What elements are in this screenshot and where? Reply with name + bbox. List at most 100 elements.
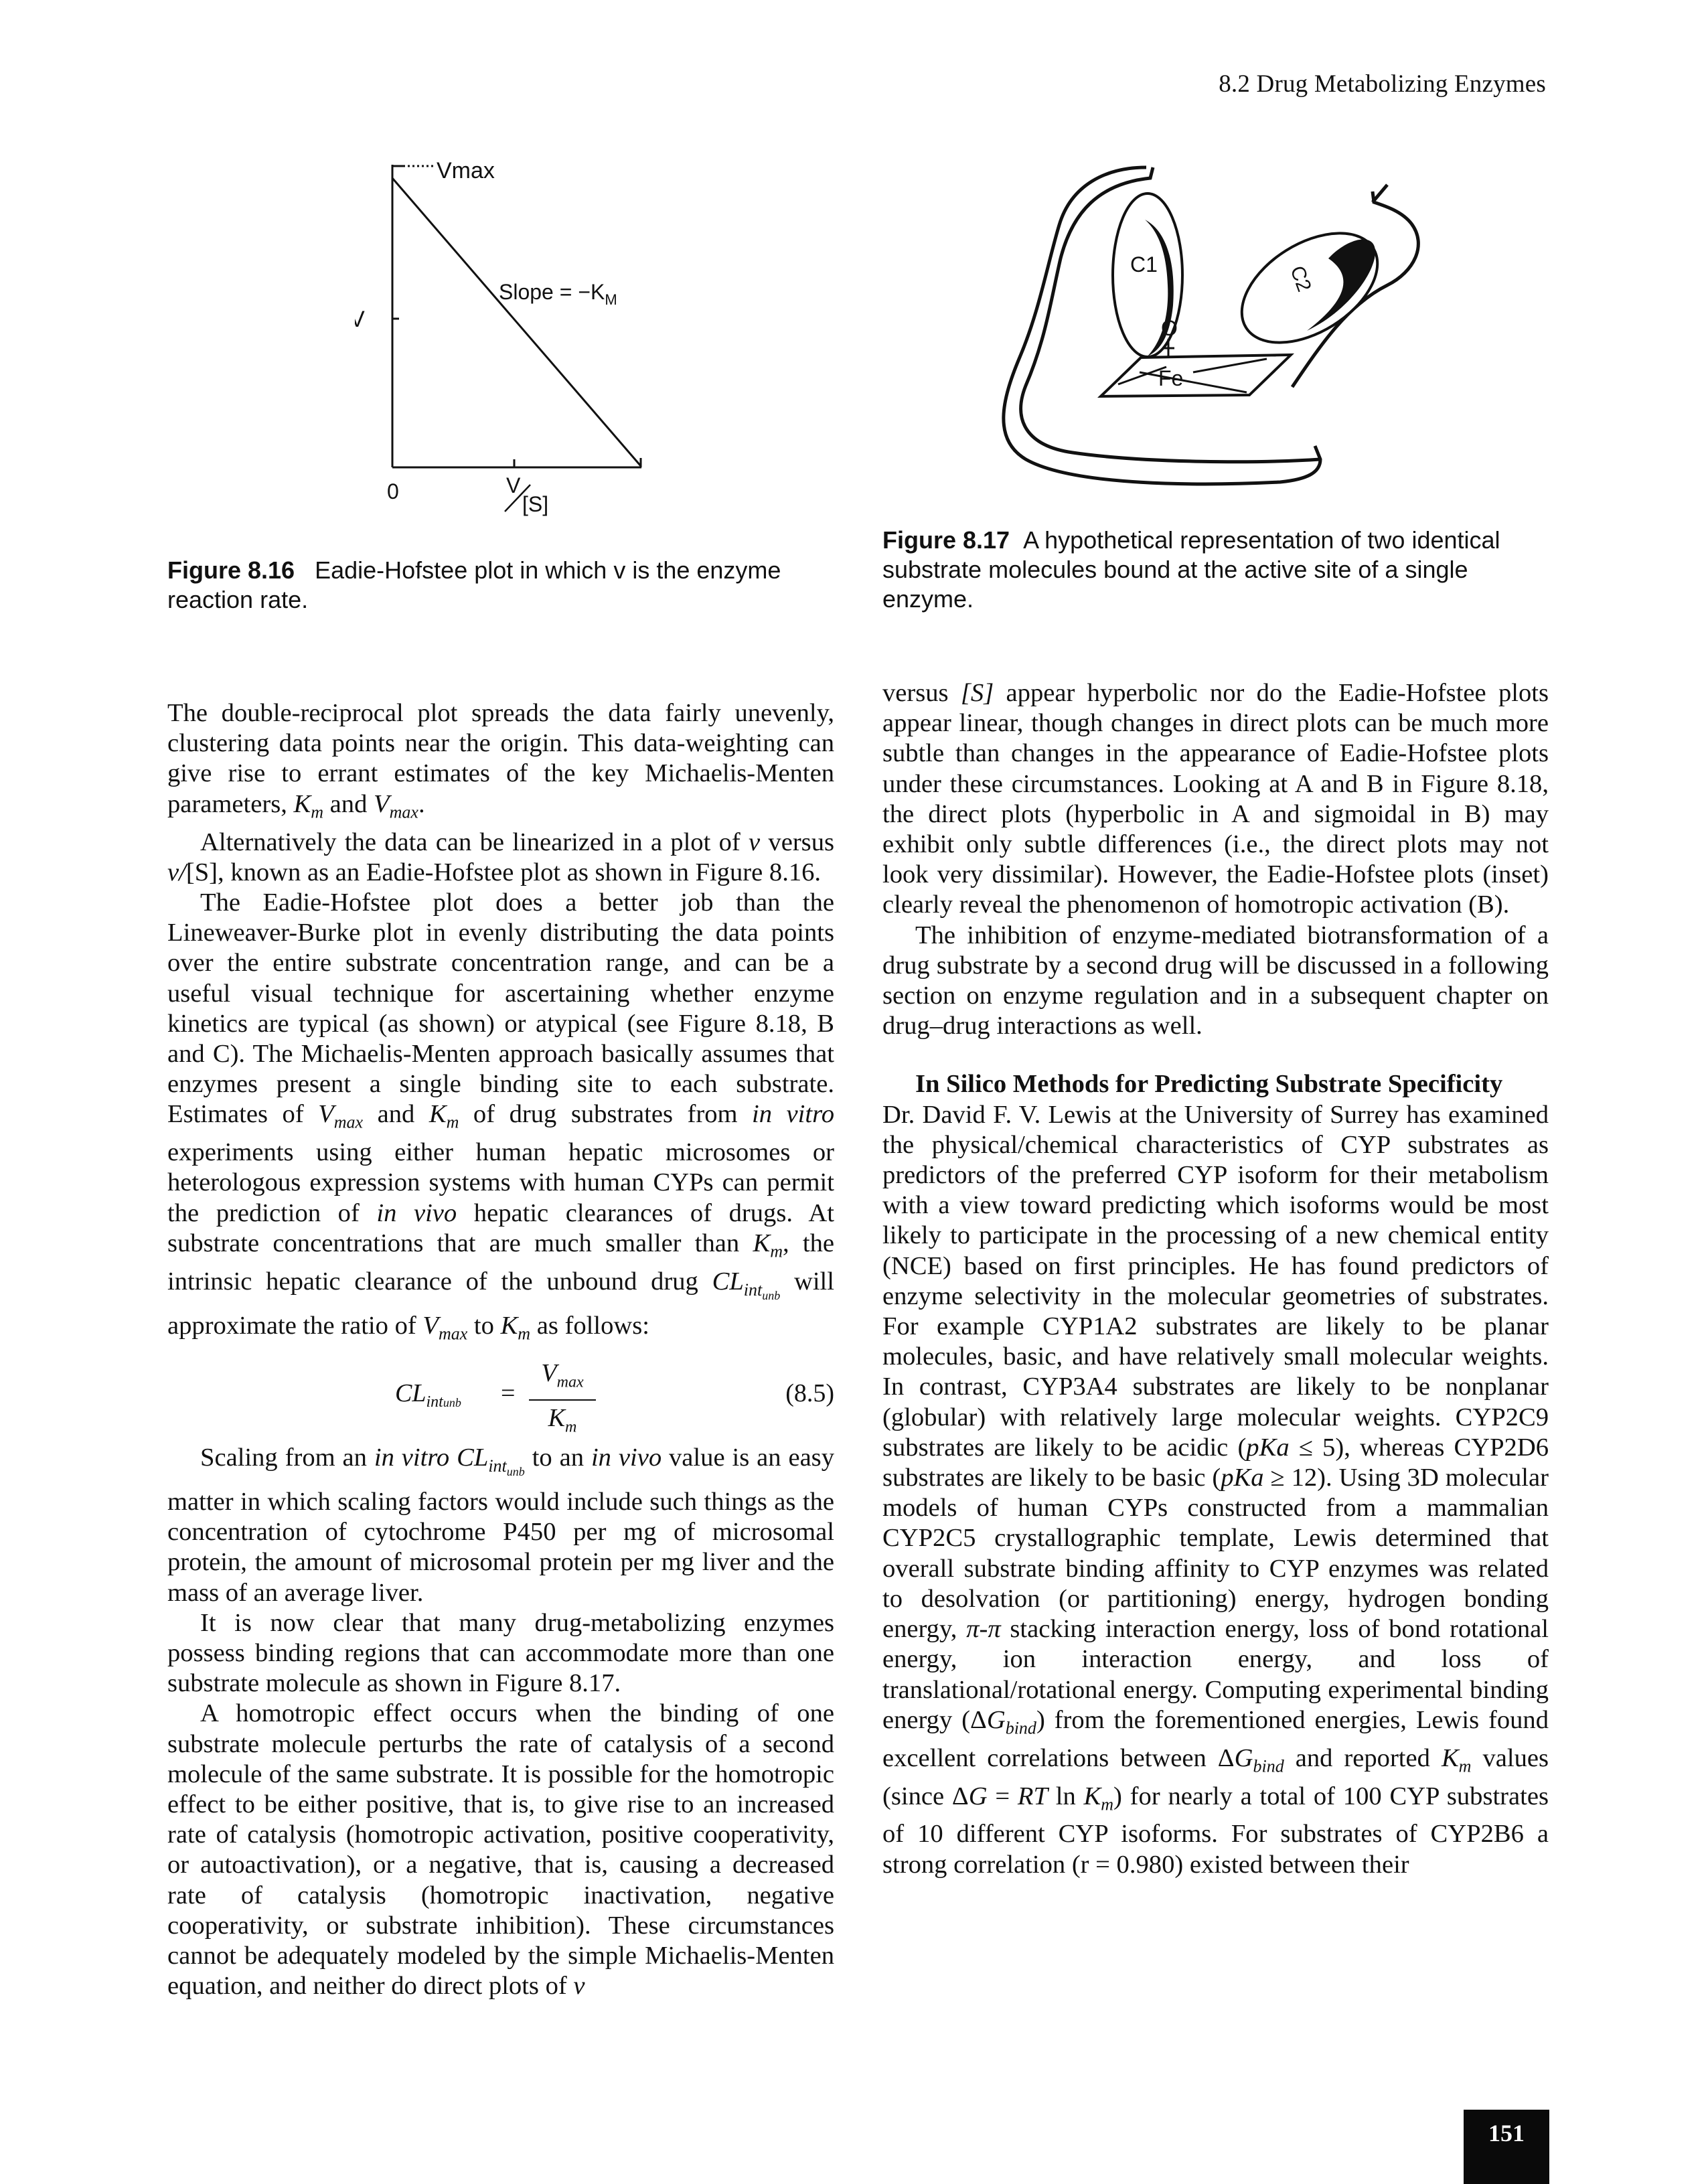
text: hepatic clearances of drugs. At substrat… [167,1198,835,1257]
equals-sign: = [501,1379,516,1407]
math: [S] [185,858,218,886]
eadie-hofstee-plot: Vmax V Slope = −KM 0 V [S] [355,158,642,516]
symbol: K [548,1403,565,1432]
subscript: m [565,1418,577,1436]
c1-label: C1 [1130,252,1158,277]
figure-8-16-caption-text: Eadie-Hofstee plot in which v is the enz… [167,556,781,613]
enzyme-outline-right [1290,183,1420,388]
slope-label: Slope = −KM [499,280,617,308]
italic-text: in vitro [374,1443,450,1472]
regression-line [391,177,642,467]
math: Km [500,1311,531,1344]
text: The double-reciprocal plot spreads the d… [167,699,834,818]
symbol: V [374,789,390,818]
text: values (since Δ [882,1743,1549,1810]
paragraph: The double-reciprocal plot spreads the d… [167,698,834,828]
subscript: max [556,1373,584,1391]
symbol: K [429,1100,447,1129]
subscript: m [446,1113,459,1133]
x-axis-label-slash [504,484,531,512]
heme-plane [1097,353,1295,398]
paragraph: The inhibition of enzyme-mediated biotra… [882,921,1549,1040]
substrate-c2-shading [1307,239,1376,331]
text: . [418,789,425,818]
text: will approximate the ratio of [167,1267,834,1340]
text: and [323,789,374,818]
text: ) for nearly a total of 100 CYP substrat… [882,1782,1549,1879]
text: to [467,1311,501,1340]
math: v [573,1972,585,2001]
text: , the intrinsic hepatic clearance of the… [167,1229,834,1296]
subscript: max [389,802,418,822]
symbol: K [1083,1782,1101,1810]
v-axis-label: V [355,307,365,332]
substrate-c1-shading [1145,220,1174,356]
section-heading: In Silico Methods for Predicting Substra… [915,1070,1503,1099]
x-axis-label-numerator: V [506,473,521,497]
numerator: Vmax [529,1358,596,1401]
origin-label: 0 [387,479,399,503]
subscript: intunb [743,1279,780,1302]
symbol: V [541,1358,557,1387]
math: Km [429,1100,459,1132]
math: Gbind [987,1706,1036,1738]
right-column: versus [S] appear hyperbolic nor do the … [882,678,1549,1880]
subscript: intunb [488,1456,525,1478]
text: appear hyperbolic nor do the Eadie-Hofst… [882,679,1549,919]
figure-8-17-caption: Figure 8.17 A hypothetical representatio… [882,526,1549,614]
figure-8-17-caption-text: A hypothetical representation of two ide… [882,526,1500,613]
subscript: m [1101,1794,1114,1814]
text: experiments using either human hepatic m… [167,1138,834,1227]
subscript: m [1458,1756,1472,1776]
symbol: V [422,1311,439,1340]
text: value is an easy matter in which scaling… [167,1443,834,1607]
subscript: max [333,1113,364,1133]
slope-subscript: M [605,291,617,308]
text: The Eadie-Hofstee plot does a better job… [167,888,834,1129]
oxygen-label: O [1161,316,1178,340]
text: Dr. David F. V. Lewis at the University … [882,1100,1549,1462]
text: of drug substrates from [459,1100,753,1129]
math: pKa [1221,1464,1264,1492]
math: v/ [167,858,186,886]
page-number: 151 [1464,2110,1549,2184]
symbol: K [293,789,311,818]
math: G [968,1782,988,1810]
figure-8-16-label: Figure 8.16 [167,556,295,584]
symbol: G [1234,1743,1253,1772]
text: versus [760,828,834,856]
text: , known as an Eadie-Hofstee plot as show… [218,858,822,886]
math: v [749,828,761,856]
denominator: Km [529,1401,596,1443]
slope-text: Slope = −K [499,280,605,304]
subscript: max [438,1324,468,1344]
equation-lhs: CLintunb [395,1379,461,1419]
symbol: CL [457,1443,489,1472]
figure-8-17-label: Figure 8.17 [882,526,1010,554]
italic-text: in vivo [376,1198,457,1227]
paragraph: A homotropic effect occurs when the bind… [167,1699,834,2001]
equation-number: (8.5) [785,1379,834,1407]
vmax-label: Vmax [437,158,495,183]
math: Vmax [422,1311,467,1344]
text: ≥ 12). Using 3D molecular models of huma… [882,1464,1549,1644]
math: [S] [960,679,994,707]
symbol: CL [712,1267,744,1296]
math: π-π [966,1615,1001,1644]
math: Km [293,789,324,822]
text: ≤ 5), whereas CYP2D6 substrates are like… [882,1433,1549,1492]
enzyme-outline [1002,165,1322,486]
subscript: m [311,802,324,822]
subscript-text: int [743,1279,763,1300]
equation-8-5: CLintunb = Vmax Km (8.5) [167,1358,834,1435]
symbol: K [500,1311,518,1340]
text: Alternatively the data can be linearized… [200,828,749,856]
iron-label: Fe [1158,366,1183,390]
sub-subscript: unb [506,1464,525,1478]
subscript: bind [1005,1718,1036,1738]
text: Scaling from an [200,1443,374,1472]
subscript-text: int [426,1393,443,1411]
symbol: V [318,1100,334,1129]
x-axis-label-denominator: [S] [522,492,548,516]
text: to an [524,1443,591,1472]
